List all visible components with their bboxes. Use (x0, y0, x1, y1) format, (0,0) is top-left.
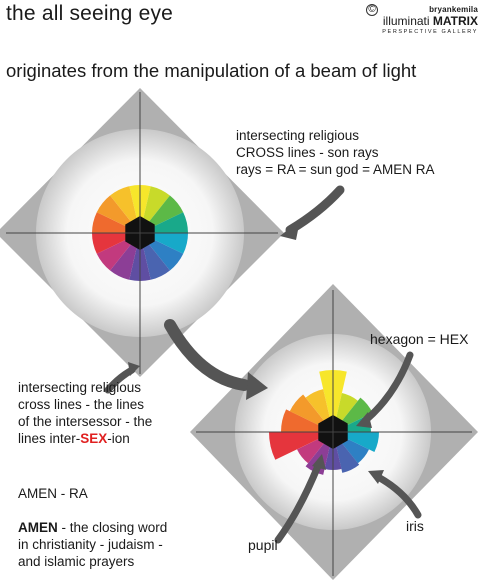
label-iris: iris (406, 518, 424, 534)
arrow-between-eyes (164, 319, 250, 391)
note-intersecting-lines: intersecting religious cross lines - the… (18, 379, 208, 447)
note-line-text: - the closing word (57, 520, 168, 535)
label-hexagon: hexagon = HEX (370, 331, 469, 347)
arrow-to-pupil (274, 462, 322, 544)
note-line: AMEN - the closing word (18, 519, 208, 536)
note-line: lines inter-SEX-ion (18, 430, 208, 447)
highlight-sex: SEX (80, 431, 108, 446)
note-line: cross lines - the lines (18, 397, 145, 412)
color-wedge (268, 432, 333, 460)
page-subtitle: originates from the manipulation of a be… (6, 60, 417, 81)
logo-brand-prefix: illuminati (382, 14, 430, 28)
logo-author: bryankemila (429, 5, 478, 14)
arrow-to-iris (374, 473, 422, 519)
arrow-head (368, 470, 384, 484)
logo-brand-suffix: MATRIX (432, 14, 478, 28)
note-line: in christianity - judaism - (18, 537, 163, 552)
note-line: CROSS lines - son rays (236, 145, 379, 160)
arrow-head (128, 362, 140, 376)
arrow-head (246, 372, 268, 400)
logo-tagline: PERSPECTIVE GALLERY (382, 29, 478, 35)
brand-logo: © bryankemila illuminati MATRIX PERSPECT… (366, 4, 478, 35)
arrow-head (312, 454, 326, 470)
note-line: rays = RA = sun god = AMEN RA (236, 162, 435, 177)
note-amen: AMEN - the closing word in christianity … (18, 519, 208, 570)
note-line: intersecting religious (18, 380, 142, 395)
note-line: intersecting religious (236, 128, 360, 143)
note-cross-lines: intersecting religious CROSS lines - son… (236, 127, 476, 178)
page-title: the all seeing eye (6, 2, 174, 25)
amen-word: AMEN (18, 520, 58, 535)
note-line: of the intersessor - the (18, 414, 153, 429)
note-line-suffix: -ion (107, 431, 130, 446)
copyright-icon: © (366, 4, 378, 16)
arrow-to-hexagon (362, 351, 414, 424)
note-line: and islamic prayers (18, 554, 135, 569)
note-line-prefix: lines inter- (18, 431, 81, 446)
logo-brand: illuminati MATRIX (366, 14, 478, 28)
note-amen-ra: AMEN - RA (18, 486, 88, 501)
eye-diagram-top (0, 88, 284, 377)
arrow-head (356, 412, 372, 428)
arrow-head (280, 220, 300, 240)
eye-diagram-bottom (190, 284, 478, 580)
label-pupil: pupil (248, 537, 278, 553)
